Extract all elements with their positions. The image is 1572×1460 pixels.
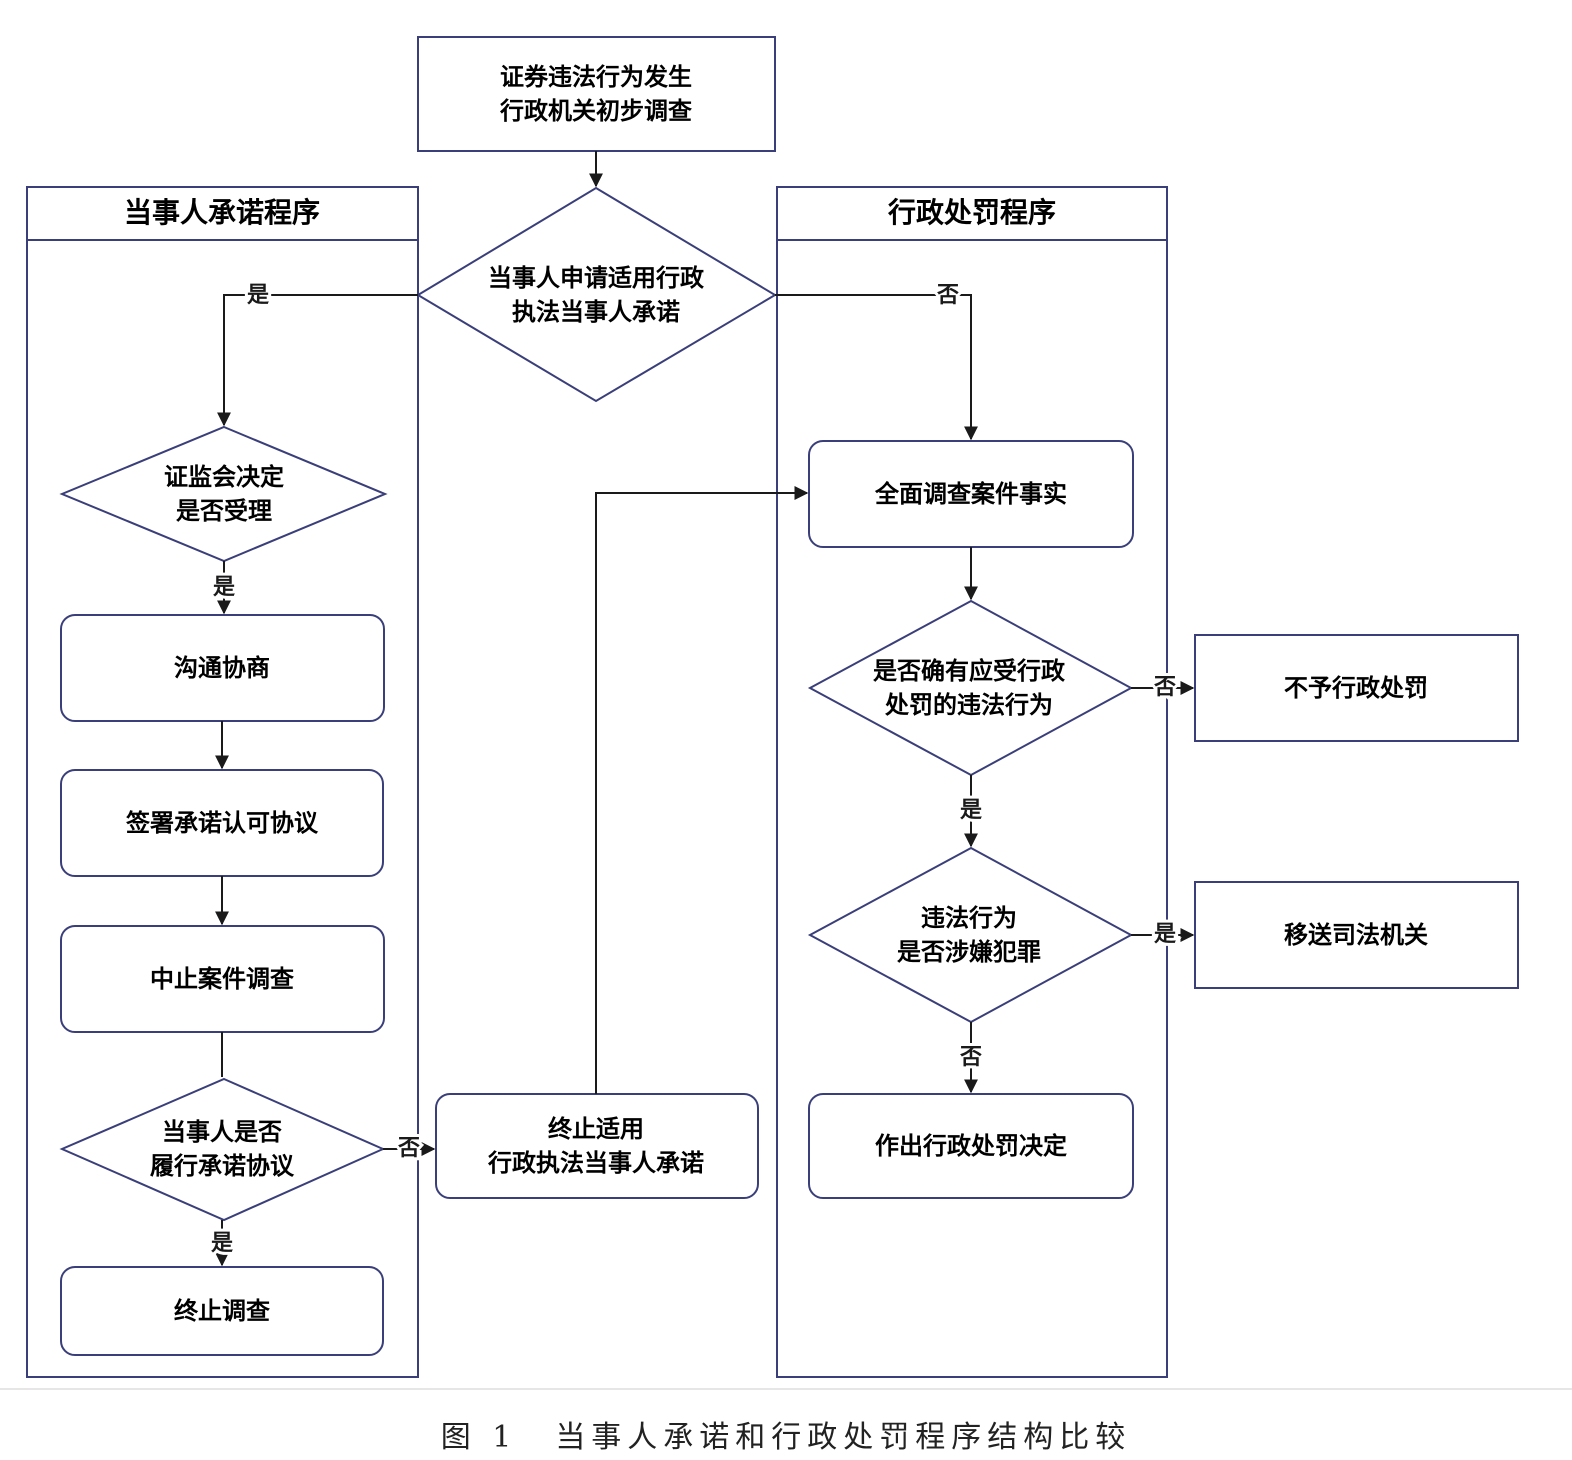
label-line: 行政机关初步调查	[499, 97, 692, 125]
label-line: 证监会决定	[164, 463, 284, 491]
label-line: 全面调查案件事实	[874, 480, 1067, 508]
label-apply-no: 否	[936, 283, 959, 308]
label-accept-yes: 是	[213, 575, 235, 600]
step-no-penalty-label: 不予行政处罚	[1284, 674, 1428, 702]
label-line: 履行承诺协议	[150, 1152, 295, 1180]
lane-commitment: 当事人承诺程序	[26, 186, 419, 1378]
label-line: 不予行政处罚	[1284, 674, 1428, 702]
label-crime-no: 否	[959, 1045, 982, 1070]
step-negotiate-label: 沟通协商	[174, 654, 270, 682]
decision-violation-label: 是否确有应受行政处罚的违法行为	[873, 657, 1065, 719]
label-line: 移送司法机关	[1284, 921, 1428, 949]
label-line: 终止适用	[548, 1115, 644, 1143]
step-transfer-judicial: 移送司法机关	[1194, 881, 1519, 989]
decision-crime: 违法行为是否涉嫌犯罪	[807, 846, 1134, 1024]
step-terminate-commitment: 终止适用行政执法当事人承诺	[435, 1093, 759, 1199]
arrow-apply-no	[775, 294, 978, 441]
decision-violation: 是否确有应受行政处罚的违法行为	[807, 599, 1134, 777]
figure-title: 当事人承诺和行政处罚程序结构比较	[555, 1420, 1132, 1455]
label-line: 行政执法当事人承诺	[487, 1149, 704, 1177]
label-line: 当事人申请适用行政	[488, 264, 704, 292]
decision-perform-agreement: 当事人是否履行承诺协议	[59, 1077, 386, 1222]
step-terminate-commitment-label: 终止适用行政执法当事人承诺	[487, 1115, 704, 1177]
label-perform-yes: 是	[211, 1231, 233, 1256]
label-line: 违法行为	[921, 904, 1017, 932]
decision-crime-label: 违法行为是否涉嫌犯罪	[897, 904, 1041, 966]
figure-number: 图 1	[440, 1420, 518, 1455]
decision-apply-commitment-label: 当事人申请适用行政执法当事人承诺	[488, 264, 704, 326]
lane-commitment-title: 当事人承诺程序	[124, 196, 320, 229]
label-line: 是否涉嫌犯罪	[897, 938, 1041, 966]
step-suspend-investigation: 中止案件调查	[60, 925, 385, 1033]
label-line: 当事人是否	[162, 1118, 282, 1146]
step-terminate-investigation-label: 终止调查	[174, 1297, 270, 1325]
step-sign-agreement: 签署承诺认可协议	[60, 769, 384, 877]
label-line: 沟通协商	[174, 654, 270, 682]
step-investigate-facts-label: 全面调查案件事实	[874, 480, 1067, 508]
label-line: 执法当事人承诺	[512, 298, 680, 326]
label-line: 签署承诺认可协议	[125, 809, 319, 837]
label-violation-no: 否	[1153, 675, 1176, 700]
decision-perform-agreement-label: 当事人是否履行承诺协议	[150, 1118, 295, 1180]
step-suspend-investigation-label: 中止案件调查	[150, 965, 294, 993]
step-terminate-investigation: 终止调查	[60, 1266, 384, 1356]
label-crime-yes: 是	[1154, 922, 1176, 947]
label-line: 终止调查	[174, 1297, 270, 1325]
flowchart: 当事人承诺程序 行政处罚程序 证券违法行为发生行政机关初步调查 当事人申请适用行…	[0, 36, 1572, 1390]
step-negotiate: 沟通协商	[60, 614, 385, 722]
label-perform-no: 否	[397, 1136, 420, 1161]
label-line: 中止案件调查	[150, 965, 294, 993]
label-line: 是否受理	[176, 497, 272, 525]
lane-penalty: 行政处罚程序	[776, 186, 1168, 1378]
decision-accept-label: 证监会决定是否受理	[164, 463, 284, 525]
step-transfer-judicial-label: 移送司法机关	[1284, 921, 1428, 949]
start-box: 证券违法行为发生行政机关初步调查	[417, 36, 776, 152]
start-box-label: 证券违法行为发生行政机关初步调查	[499, 63, 692, 125]
arrow-terminate-to-investigate	[595, 486, 809, 1094]
label-apply-yes: 是	[247, 283, 269, 308]
arrow-apply-yes	[217, 294, 418, 427]
decision-accept: 证监会决定是否受理	[59, 425, 388, 563]
label-violation-yes: 是	[960, 798, 982, 823]
label-line: 作出行政处罚决定	[875, 1132, 1067, 1160]
figure-caption: 图 1 当事人承诺和行政处罚程序结构比较	[0, 1412, 1572, 1456]
step-sign-agreement-label: 签署承诺认可协议	[125, 809, 319, 837]
step-penalty-decision: 作出行政处罚决定	[808, 1093, 1134, 1199]
step-no-penalty: 不予行政处罚	[1194, 634, 1519, 742]
label-line: 处罚的违法行为	[884, 691, 1053, 719]
label-line: 是否确有应受行政	[873, 657, 1065, 685]
label-line: 证券违法行为发生	[500, 63, 692, 91]
step-penalty-decision-label: 作出行政处罚决定	[875, 1132, 1067, 1160]
step-investigate-facts: 全面调查案件事实	[808, 440, 1134, 548]
decision-apply-commitment: 当事人申请适用行政执法当事人承诺	[416, 186, 777, 403]
lane-penalty-title: 行政处罚程序	[887, 196, 1056, 229]
